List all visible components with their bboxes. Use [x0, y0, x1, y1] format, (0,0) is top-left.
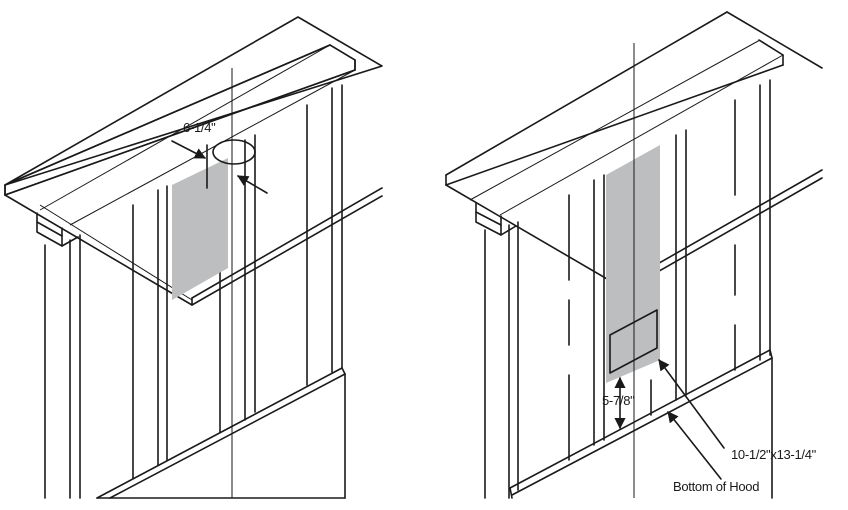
duct-shade: [606, 145, 660, 383]
rect-duct-opening: [609, 309, 658, 374]
right-figure: 5-7/8" 10-1/2"x13-1/4" Bottom of Hood: [445, 11, 823, 499]
left-figure: 6-1/4": [4, 16, 383, 499]
opening-size-label: 10-1/2"x13-1/4": [731, 447, 817, 462]
duct-offset-label: 6-1/4": [183, 120, 216, 135]
round-duct-opening: [212, 139, 256, 165]
duct-shade: [172, 158, 228, 300]
hood-bottom-label: Bottom of Hood: [673, 479, 759, 494]
height-label: 5-7/8": [602, 393, 635, 408]
